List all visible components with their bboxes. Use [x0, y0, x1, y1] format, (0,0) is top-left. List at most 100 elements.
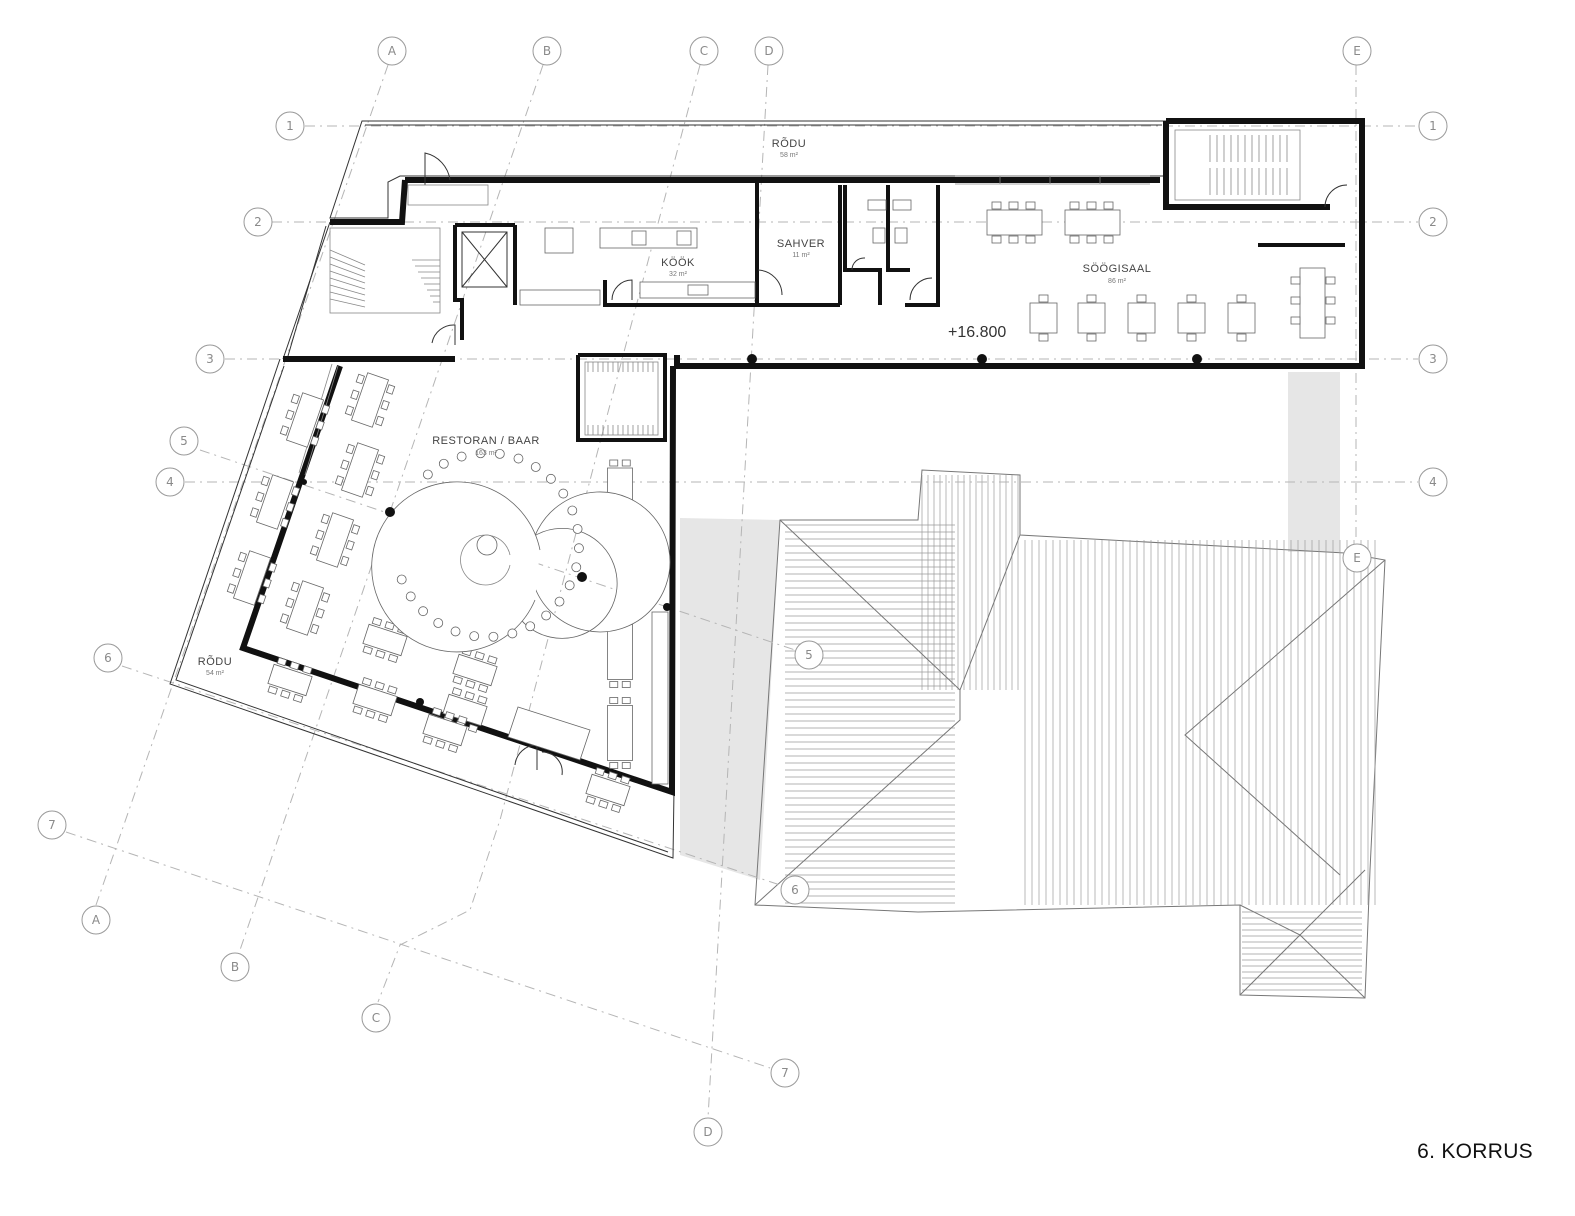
bar-stool — [574, 543, 584, 554]
chair — [285, 501, 295, 513]
chair — [350, 389, 360, 401]
chair — [444, 711, 455, 721]
bar-stool — [396, 574, 407, 585]
chair — [361, 677, 373, 687]
grid-bubbles: A B C D E A B C D E 1 2 3 5 4 6 7 1 2 3 … — [37, 36, 1448, 1147]
chair — [1236, 333, 1247, 342]
chair — [237, 551, 247, 563]
neighbour-roof — [754, 469, 1386, 999]
stair-tread — [329, 277, 366, 290]
grid-bubble-2-left: 2 — [243, 207, 273, 237]
table — [1127, 302, 1156, 334]
chair — [621, 697, 631, 704]
table-set — [334, 442, 386, 498]
stair-tread — [329, 263, 366, 278]
chair — [607, 771, 618, 781]
chair — [991, 201, 1002, 210]
chair — [1325, 296, 1336, 305]
table-set — [352, 677, 398, 723]
doors — [424, 152, 1348, 776]
svg-text:5: 5 — [180, 434, 188, 448]
room-area-terrace-north: 58 m² — [780, 152, 799, 159]
chair — [609, 459, 619, 467]
chair — [310, 623, 320, 635]
svg-text:3: 3 — [206, 352, 214, 366]
svg-text:E: E — [1353, 44, 1361, 58]
bar-stool — [571, 562, 582, 573]
table-set — [279, 580, 331, 636]
room-name-kitchen: KÖÖK — [661, 257, 695, 269]
table — [1177, 302, 1206, 334]
grid-bubble-7-left: 7 — [37, 810, 67, 840]
bar-stool — [513, 453, 524, 464]
chair — [315, 607, 325, 619]
chair — [375, 649, 386, 659]
chair — [377, 713, 389, 723]
chair — [340, 459, 350, 471]
chair — [477, 683, 489, 693]
chair — [279, 425, 290, 436]
table-set — [249, 474, 301, 530]
table-set — [226, 550, 278, 606]
chair — [285, 597, 295, 609]
circular-bar — [371, 448, 671, 653]
chair — [374, 681, 385, 691]
table-set — [309, 512, 361, 568]
grid-bubble-E-top: E — [1342, 36, 1372, 66]
grid-bubble-A-bottom: A — [81, 905, 111, 935]
chair — [257, 593, 267, 605]
level-mark: +16.800 — [948, 324, 1006, 341]
chair — [1069, 201, 1080, 210]
chair — [340, 555, 350, 567]
bar-stool — [572, 524, 583, 534]
bar-stool — [554, 596, 565, 607]
grid-bubble-1-left: 1 — [275, 111, 305, 141]
grid-bubble-6-left: 6 — [93, 643, 123, 673]
room-area-dining-hall: 86 m² — [1108, 278, 1127, 285]
chair — [487, 655, 498, 665]
chair — [474, 651, 485, 661]
svg-text:3: 3 — [1429, 352, 1437, 366]
bar-stool — [450, 626, 461, 637]
chair — [451, 687, 463, 697]
chair — [380, 399, 390, 411]
bar-stool — [418, 606, 428, 617]
chair — [609, 681, 619, 688]
svg-text:5: 5 — [805, 648, 813, 662]
stair-west — [329, 227, 441, 314]
table — [1064, 209, 1121, 236]
chair — [422, 735, 433, 745]
table — [267, 663, 313, 697]
grid-bubble-5-inner: 5 — [794, 640, 824, 670]
grid-bubble-D-bottom: D — [693, 1117, 723, 1147]
svg-text:A: A — [92, 913, 101, 927]
chair — [1290, 276, 1301, 285]
svg-text:6: 6 — [104, 651, 112, 665]
chair — [302, 665, 313, 675]
chair — [609, 697, 619, 704]
chair — [1103, 235, 1114, 244]
chair — [267, 685, 278, 695]
chair — [1325, 316, 1336, 325]
chair — [280, 689, 291, 699]
svg-text:4: 4 — [1429, 475, 1437, 489]
chair — [431, 707, 443, 717]
chair — [1008, 201, 1019, 210]
table — [1029, 302, 1058, 334]
chair — [320, 404, 331, 415]
chair — [609, 762, 619, 769]
grid-bubble-B-top: B — [532, 36, 562, 66]
chair — [610, 803, 622, 813]
grid-bubble-E-mid: E — [1342, 543, 1372, 573]
lift-shaft — [461, 231, 508, 288]
stair-tread — [329, 284, 366, 296]
chair — [344, 405, 355, 416]
grid-bubble-4-right: 4 — [1418, 467, 1448, 497]
chair — [1103, 201, 1114, 210]
chair — [362, 645, 373, 655]
chair — [384, 621, 395, 631]
room-labels: RÕDU 58 m² KÖÖK 32 m² SAHVER 11 m² SÖÖGI… — [198, 137, 1151, 677]
bar-stool — [475, 448, 486, 459]
table-set — [267, 657, 313, 703]
grid-bubble-3-left: 3 — [195, 344, 225, 374]
